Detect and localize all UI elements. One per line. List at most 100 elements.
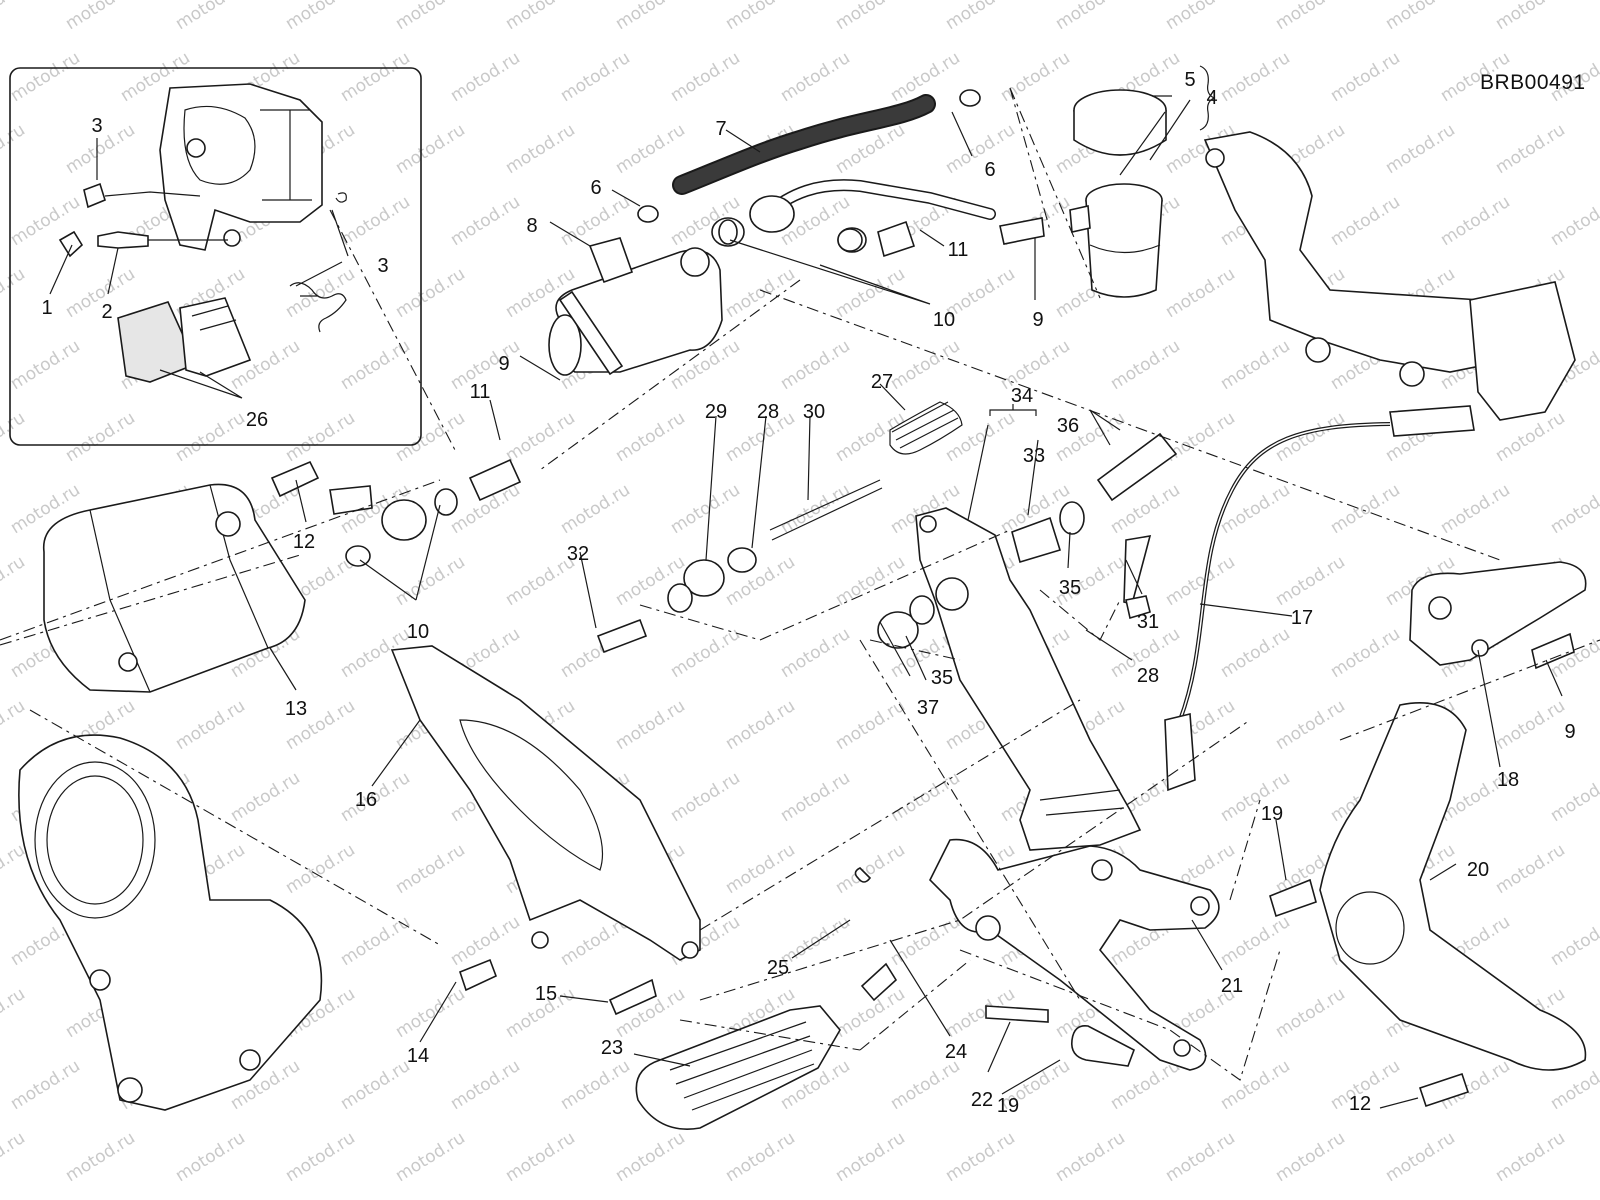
- callout-9: 9: [1564, 721, 1575, 743]
- watermark-text: motod.ru: [1492, 696, 1569, 754]
- watermark-text: motod.ru: [832, 840, 909, 898]
- watermark-text: motod.ru: [1327, 48, 1404, 106]
- diagram-code: BRB00491: [1480, 71, 1586, 94]
- watermark-text: motod.ru: [337, 336, 414, 394]
- watermark-text: motod.ru: [1327, 624, 1404, 682]
- return-spring: [769, 401, 963, 541]
- watermark-text: motod.ru: [722, 696, 799, 754]
- callout-3: 3: [377, 255, 388, 277]
- watermark-text: motod.ru: [1382, 0, 1459, 34]
- watermark-text: motod.ru: [1217, 1056, 1294, 1114]
- assembly-lines: [0, 87, 1600, 1081]
- callout-28: 28: [1137, 665, 1159, 687]
- inset-caliper-drawing: [159, 83, 323, 251]
- watermark-text: motod.ru: [337, 912, 414, 970]
- inset-frame: [9, 67, 422, 446]
- callout-16: 16: [355, 789, 377, 811]
- inset-bleed-screw: [58, 182, 228, 258]
- watermark-text: motod.ru: [1437, 480, 1514, 538]
- watermark-text: motod.ru: [62, 1128, 139, 1186]
- watermark-text: motod.ru: [392, 0, 469, 34]
- watermark-text: motod.ru: [722, 0, 799, 34]
- callout-32: 32: [567, 543, 589, 565]
- callout-9: 9: [498, 353, 509, 375]
- callout-21: 21: [1221, 975, 1243, 997]
- watermark-text: motod.ru: [942, 408, 1019, 466]
- watermark-text: motod.ru: [392, 264, 469, 322]
- watermark-text: motod.ru: [337, 192, 414, 250]
- watermark-text: motod.ru: [667, 48, 744, 106]
- callout-36: 36: [1057, 415, 1079, 437]
- callout-9: 9: [1032, 309, 1043, 331]
- seal-rings: [637, 89, 981, 252]
- watermark-text: motod.ru: [1217, 480, 1294, 538]
- watermark-text: motod.ru: [392, 120, 469, 178]
- callout-17: 17: [1291, 607, 1313, 629]
- watermark-text: motod.ru: [172, 1128, 249, 1186]
- watermark-text: motod.ru: [942, 0, 1019, 34]
- watermark-text: motod.ru: [1547, 480, 1600, 538]
- sensor-cable-inner: [1179, 423, 1391, 721]
- watermark-text: motod.ru: [447, 48, 524, 106]
- watermark-text: motod.ru: [667, 624, 744, 682]
- watermark-text: motod.ru: [557, 192, 634, 250]
- callout-29: 29: [705, 401, 727, 423]
- watermark-text: motod.ru: [0, 1128, 29, 1186]
- reservoir-hose-fill: [674, 96, 934, 193]
- watermark-text: motod.ru: [1052, 0, 1129, 34]
- watermark-text: motod.ru: [1492, 120, 1569, 178]
- watermark-text: motod.ru: [557, 480, 634, 538]
- watermark-text: motod.ru: [1327, 480, 1404, 538]
- watermark-text: motod.ru: [7, 1056, 84, 1114]
- callout-22: 22: [971, 1089, 993, 1111]
- watermark-text: motod.ru: [557, 1056, 634, 1114]
- caliper-bracket: [18, 734, 323, 1111]
- watermark-text: motod.ru: [612, 696, 689, 754]
- watermark-text: motod.ru: [337, 1056, 414, 1114]
- watermark-text: motod.ru: [612, 120, 689, 178]
- watermark-text: motod.ru: [667, 480, 744, 538]
- leader-lines: [49, 95, 1563, 1109]
- watermark-text: motod.ru: [1272, 1128, 1349, 1186]
- callout-8: 8: [526, 215, 537, 237]
- watermark-text: motod.ru: [1217, 336, 1294, 394]
- watermark-text: motod.ru: [777, 48, 854, 106]
- watermark-text: motod.ru: [777, 624, 854, 682]
- callout-12: 12: [1349, 1093, 1371, 1115]
- watermark-text: motod.ru: [1272, 984, 1349, 1042]
- watermark-text: motod.ru: [777, 768, 854, 826]
- sensor-plug: [1164, 713, 1196, 792]
- watermark-text: motod.ru: [392, 840, 469, 898]
- watermark-text: motod.ru: [722, 264, 799, 322]
- callout-30: 30: [803, 401, 825, 423]
- callout-4: 4: [1206, 87, 1217, 109]
- callout-10: 10: [407, 621, 429, 643]
- watermark-text: motod.ru: [1162, 552, 1239, 610]
- callout-7: 7: [715, 118, 726, 140]
- watermark-text: motod.ru: [502, 0, 579, 34]
- watermark-text: motod.ru: [0, 408, 29, 466]
- watermark-text: motod.ru: [502, 120, 579, 178]
- brake-pedal: [915, 507, 1142, 851]
- watermark-text: motod.ru: [392, 552, 469, 610]
- watermark-text: motod.ru: [1217, 624, 1294, 682]
- watermark-text: motod.ru: [612, 0, 689, 34]
- watermark-text: motod.ru: [887, 912, 964, 970]
- callout-23: 23: [601, 1037, 623, 1059]
- rear-brake-caliper: [42, 483, 306, 693]
- callout-27: 27: [871, 371, 893, 393]
- callout-3: 3: [91, 115, 102, 137]
- watermark-text: motod.ru: [997, 336, 1074, 394]
- callout-6: 6: [590, 177, 601, 199]
- watermark-text: motod.ru: [942, 1128, 1019, 1186]
- watermark-text: motod.ru: [502, 408, 579, 466]
- callout-11: 11: [470, 381, 491, 403]
- watermark-text: motod.ru: [1382, 120, 1459, 178]
- callout-1: 1: [41, 297, 52, 319]
- watermark-text: motod.ru: [502, 1128, 579, 1186]
- watermark-text: motod.ru: [0, 264, 29, 322]
- watermark-text: motod.ru: [887, 336, 964, 394]
- callout-15: 15: [535, 983, 557, 1005]
- watermark-text: motod.ru: [557, 48, 634, 106]
- callout-31: 31: [1137, 611, 1159, 633]
